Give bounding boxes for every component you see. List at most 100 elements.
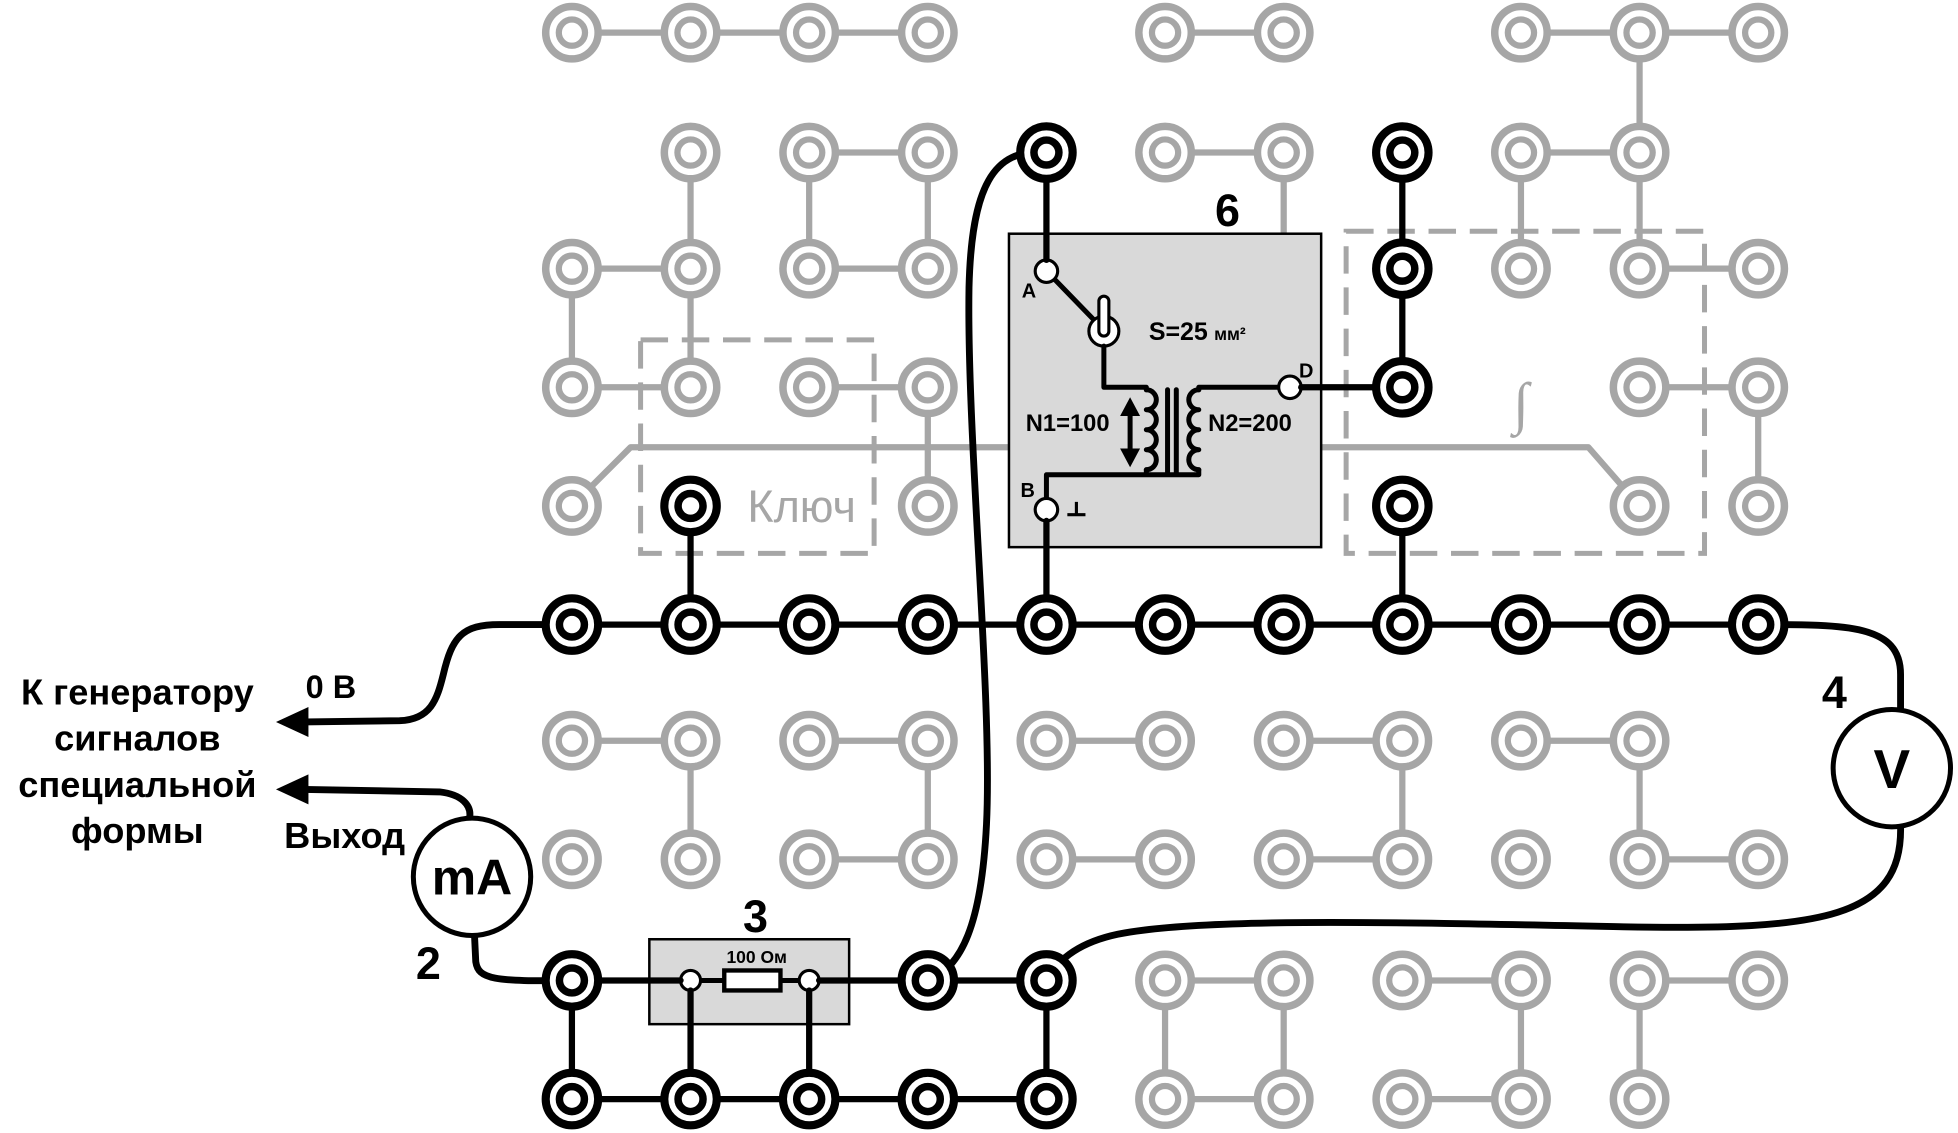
common-lead xyxy=(1043,467,1202,501)
zero-volt-label: 0 В xyxy=(306,669,357,705)
transformer-module-number: 6 xyxy=(1215,185,1240,236)
switch-toggle-icon xyxy=(1097,294,1111,338)
socket-unused xyxy=(897,710,958,771)
primary-turns-label: N1=100 xyxy=(1026,411,1110,437)
inactive-sockets xyxy=(541,2,1789,1130)
socket-unused xyxy=(1016,829,1077,890)
socket-inner-ring xyxy=(1148,16,1182,49)
generator-label-line-3: специальной xyxy=(18,764,256,805)
socket-connected xyxy=(541,1068,603,1130)
socket-connected xyxy=(1016,950,1077,1011)
socket-inner-ring xyxy=(1148,136,1182,169)
socket-connected xyxy=(1372,238,1433,299)
ammeter-body xyxy=(410,815,534,938)
socket-inner-ring xyxy=(1741,252,1775,285)
socket-inner-ring xyxy=(792,1082,826,1116)
socket-unused xyxy=(1728,238,1789,299)
socket-inner-ring xyxy=(1267,724,1300,757)
socket-unused xyxy=(1609,2,1670,63)
voltmeter-number: 4 xyxy=(1822,667,1847,718)
socket-unused xyxy=(541,2,602,63)
socket-inner-ring xyxy=(792,724,826,757)
socket-inner-ring xyxy=(1030,136,1063,169)
socket-connected xyxy=(778,594,840,655)
core-area-value: S=25 xyxy=(1149,318,1208,346)
socket-connected xyxy=(1490,594,1552,655)
socket-inner-ring xyxy=(911,1082,945,1116)
socket-inner-ring xyxy=(911,252,945,285)
voltmeter: V 4 xyxy=(1822,667,1954,830)
socket-inner-ring xyxy=(1504,964,1538,997)
socket-inner-ring xyxy=(555,1082,589,1116)
socket-inner-ring xyxy=(1148,1082,1182,1116)
socket-unused xyxy=(1609,1069,1670,1130)
socket-inner-ring xyxy=(674,608,707,641)
socket-connected xyxy=(1134,594,1196,655)
socket-unused xyxy=(1135,710,1196,771)
socket-inner-ring xyxy=(555,371,589,404)
socket-unused xyxy=(660,710,721,771)
socket-unused xyxy=(1372,710,1433,771)
secondary-lead xyxy=(1196,384,1282,393)
socket-unused xyxy=(1490,2,1551,63)
socket-unused xyxy=(1135,1069,1196,1130)
socket-unused xyxy=(660,238,721,299)
socket-unused xyxy=(1372,829,1433,890)
socket-inner-ring xyxy=(1148,964,1182,997)
socket-inner-ring xyxy=(1623,489,1656,523)
generator-label-line-4: формы xyxy=(71,810,204,851)
socket-unused xyxy=(541,238,602,299)
resistor-element xyxy=(722,968,783,993)
ammeter-number: 2 xyxy=(416,938,441,989)
wire-jumper-transformer-a xyxy=(924,148,1050,984)
socket-inner-ring xyxy=(1030,1082,1063,1116)
socket-unused xyxy=(897,475,958,536)
socket-inner-ring xyxy=(1504,608,1538,641)
socket-inner-ring xyxy=(674,1082,707,1116)
socket-connected xyxy=(660,594,721,655)
secondary-turns-label: N2=200 xyxy=(1208,411,1292,437)
socket-inner-ring xyxy=(555,489,589,523)
socket-unused xyxy=(1372,1069,1433,1130)
socket-inner-ring xyxy=(1267,136,1300,169)
double-arrow-icon xyxy=(1120,397,1141,468)
terminal-d-label: D xyxy=(1299,360,1313,382)
generator-label-line-2: сигналов xyxy=(54,718,220,759)
socket-inner-ring xyxy=(911,371,945,404)
socket-unused xyxy=(660,357,721,418)
terminal-a xyxy=(1033,258,1060,284)
socket-unused xyxy=(1609,829,1670,890)
socket-inner-ring xyxy=(1741,489,1775,523)
key-module-outline: Ключ xyxy=(638,337,877,556)
socket-inner-ring xyxy=(792,136,826,169)
socket-unused xyxy=(897,829,958,890)
socket-connected xyxy=(897,594,959,655)
integrator-symbol: ∫ xyxy=(1510,372,1532,438)
primary-coil xyxy=(1143,387,1159,473)
socket-inner-ring xyxy=(1386,136,1419,169)
socket-inner-ring xyxy=(1623,16,1656,49)
socket-unused xyxy=(897,238,958,299)
socket-inner-ring xyxy=(1386,964,1419,997)
socket-unused xyxy=(1490,238,1551,299)
socket-inner-ring xyxy=(1623,608,1656,641)
socket-inner-ring xyxy=(1386,489,1419,523)
socket-inner-ring xyxy=(911,136,945,169)
socket-unused xyxy=(1135,950,1196,1011)
socket-inner-ring xyxy=(1267,843,1300,876)
socket-connected xyxy=(1016,122,1077,183)
generator-label: К генератору сигналов специальной формы xyxy=(18,671,256,851)
socket-connected xyxy=(1016,594,1077,655)
socket-connected xyxy=(1253,594,1314,655)
socket-inner-ring xyxy=(674,16,707,49)
socket-unused xyxy=(1253,2,1314,63)
terminal-d xyxy=(1277,374,1303,401)
socket-connected xyxy=(660,475,721,537)
socket-inner-ring xyxy=(911,608,945,641)
key-module-dashed-border xyxy=(638,337,877,556)
socket-inner-ring xyxy=(911,964,945,997)
socket-inner-ring xyxy=(555,608,589,641)
socket-connected xyxy=(897,950,959,1011)
